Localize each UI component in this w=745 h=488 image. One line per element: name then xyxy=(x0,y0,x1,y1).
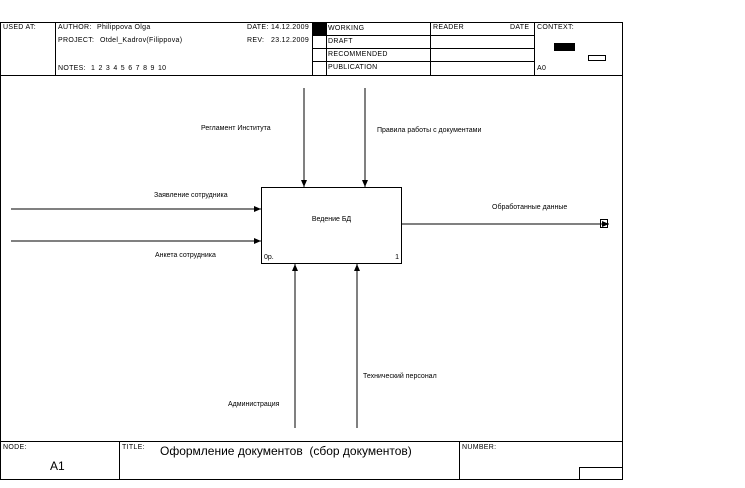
status-publication: PUBLICATION xyxy=(328,64,378,71)
header-bottom-line xyxy=(0,75,623,76)
status-row-line-1 xyxy=(312,35,534,36)
status-recommended: RECOMMENDED xyxy=(328,51,388,58)
context-label: CONTEXT: xyxy=(537,24,575,31)
activity-number: 1 xyxy=(395,254,399,261)
context-parent-box xyxy=(554,43,575,51)
number-label: NUMBER: xyxy=(462,444,497,451)
header-divider-5 xyxy=(534,22,535,76)
control-label-1: Регламент Института xyxy=(201,125,271,132)
footer-corner-top xyxy=(579,467,623,468)
notes-label: NOTES: xyxy=(58,65,86,72)
date-value: 14.12.2009 xyxy=(271,24,310,31)
rev-value: 23.12.2009 xyxy=(271,37,310,44)
notes-value: 1 2 3 4 5 6 7 8 9 10 xyxy=(91,65,167,72)
header-divider-3 xyxy=(326,22,327,76)
header-divider-2 xyxy=(312,22,313,76)
status-working: WORKING xyxy=(328,25,365,32)
reader-label: READER xyxy=(433,24,464,31)
header-divider-4 xyxy=(430,22,431,76)
header-divider-1 xyxy=(55,22,56,76)
diagram-frame xyxy=(0,22,623,480)
project-label: PROJECT: xyxy=(58,37,95,44)
page-title: Оформление документов (сбор документов) xyxy=(160,444,412,458)
input-label-1: Заявление сотрудника xyxy=(154,192,228,199)
activity-label: Ведение БД xyxy=(311,216,352,223)
footer-top-line xyxy=(0,441,623,442)
control-label-2: Правила работы с документами xyxy=(377,127,482,134)
reader-date-label: DATE xyxy=(510,24,530,31)
output-label-1: Обработанные данные xyxy=(492,204,568,211)
project-value: Otdel_Kadrov(Filippova) xyxy=(100,37,183,44)
context-node: A0 xyxy=(537,65,547,72)
footer-divider-1 xyxy=(119,441,120,480)
input-label-2: Анкета сотрудника xyxy=(155,252,216,259)
status-row-line-2 xyxy=(312,48,534,49)
footer-divider-2 xyxy=(459,441,460,480)
status-row-line-3 xyxy=(312,61,534,62)
activity-cost: 0р. xyxy=(264,254,274,261)
activity-box[interactable]: Ведение БД 0р. 1 xyxy=(261,187,402,264)
date-label: DATE: xyxy=(247,24,269,31)
footer-corner-left xyxy=(579,467,580,480)
node-label: NODE: xyxy=(3,444,27,451)
title-label: TITLE: xyxy=(122,444,145,451)
used-at-label: USED AT: xyxy=(3,24,37,31)
working-status-marker xyxy=(313,23,326,35)
context-sibling-box xyxy=(588,55,606,61)
status-draft: DRAFT xyxy=(328,38,353,45)
output-tunnel-icon xyxy=(600,219,608,228)
author-label: AUTHOR: xyxy=(58,24,92,31)
rev-label: REV: xyxy=(247,37,265,44)
node-value: A1 xyxy=(50,459,65,473)
author-value: Philippova Olga xyxy=(97,24,151,31)
mechanism-label-1: Администрация xyxy=(228,401,280,408)
mechanism-label-2: Технический персонал xyxy=(363,373,437,380)
